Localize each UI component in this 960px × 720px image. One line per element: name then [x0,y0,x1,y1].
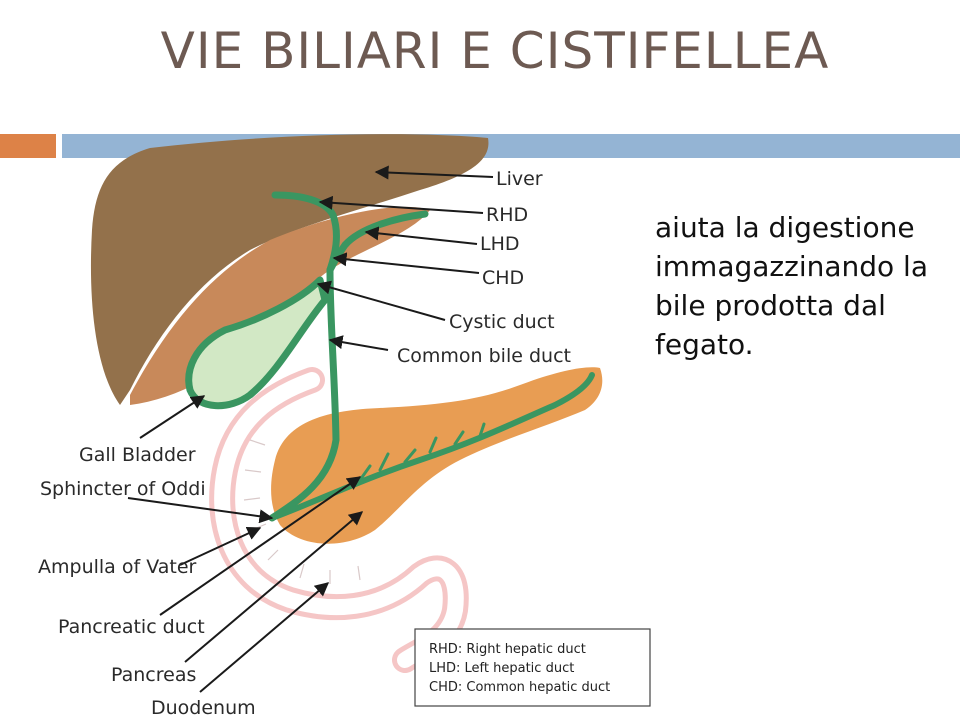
gall-bladder [185,276,329,410]
biliary-ducts [268,191,595,522]
label-cystic-duct: Cystic duct [449,311,555,333]
legend-chd: CHD: Common hepatic duct [429,680,610,695]
label-chd: CHD [482,267,524,289]
description-line: bile prodotta dal [655,289,886,322]
common-bile-duct [268,266,340,522]
legend-rhd: RHD: Right hepatic duct [429,642,586,657]
description-text: aiuta la digestione immagazzinando la bi… [655,208,955,364]
legend-lhd: LHD: Left hepatic duct [429,661,574,676]
label-rhd: RHD [486,204,528,226]
description-line: aiuta la digestione [655,211,915,244]
label-pointers [127,165,494,693]
description-line: fegato. [655,328,754,361]
slide-title: VIE BILIARI E CISTIFELLEA [160,22,830,80]
accent-bar [0,134,56,158]
label-duodenum: Duodenum [151,697,256,719]
label-pancreas: Pancreas [111,664,196,686]
label-common-bile-duct: Common bile duct [397,345,571,367]
pancreatic-duct [269,372,595,521]
label-ampulla-of-vater: Ampulla of Vater [38,556,197,578]
label-gall-bladder: Gall Bladder [79,444,196,466]
label-lhd: LHD [480,233,520,255]
label-liver: Liver [496,168,543,190]
abbreviation-legend: RHD: Right hepatic duct LHD: Left hepati… [414,628,651,707]
label-sphincter-of-oddi: Sphincter of Oddi [40,478,206,500]
label-pancreatic-duct: Pancreatic duct [58,616,205,638]
description-line: immagazzinando la [655,250,928,283]
